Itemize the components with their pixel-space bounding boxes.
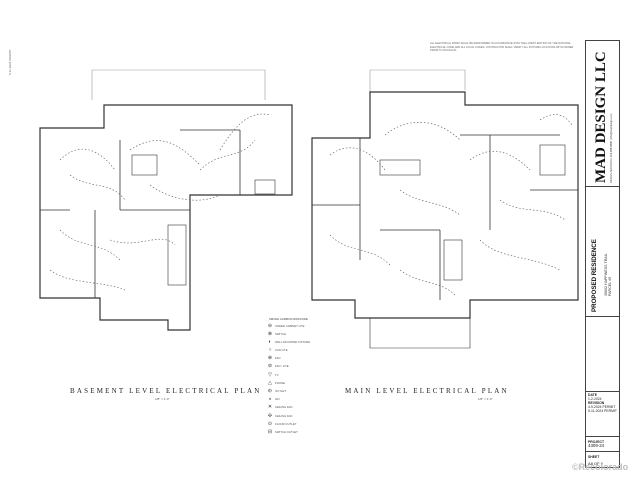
electrical-legend: SMOKE CARBON MONOXIDE ⊖UNDER CABINET LIT…: [265, 317, 345, 436]
legend-symbol-icon: ▽: [268, 371, 272, 378]
main-porch-outline: [369, 318, 471, 349]
legend-label: FAN / LITE: [275, 364, 289, 369]
legend-row: ⊕FAN: [265, 354, 345, 362]
date-label: DATE: [588, 393, 597, 397]
legend-symbol-icon: ✣: [267, 412, 273, 419]
title-block-blank-panel: [586, 316, 619, 392]
legend-label: FAN: [275, 356, 281, 361]
legend-symbol-icon: △: [268, 379, 272, 386]
legend-label: SWITCH: [275, 331, 287, 336]
legend-row: ◒GFI: [265, 395, 345, 403]
recolorado-watermark: ©Recolorado: [572, 462, 629, 472]
basement-plan: [39, 69, 293, 331]
basement-tub: [254, 179, 276, 195]
legend-header: SMOKE CARBON MONOXIDE: [269, 317, 308, 321]
project-address: 35602 HAPPINESS TRAIL PARCEL 49: [604, 253, 612, 296]
legend-symbol-icon: ⊘: [267, 363, 273, 370]
title-block: MAD DESIGN LLC DESIGN SERVICES | 303-888…: [585, 40, 620, 468]
legend-label: FLOOR OUTLET: [275, 421, 297, 426]
legend-label: SWITCH OUTLET: [275, 429, 298, 434]
basement-plan-title: BASEMENT LEVEL ELECTRICAL PLAN: [70, 387, 262, 395]
legend-row: ⊘FAN / LITE: [265, 362, 345, 370]
legend-symbol-icon: ⊙: [267, 420, 273, 427]
main-scale-note: 1/8" = 1'-0": [478, 397, 493, 401]
revision-label: REVISION: [588, 401, 605, 405]
main-stair: [443, 239, 463, 281]
legend-label: GFI: [275, 397, 280, 402]
sheet-label: SHEET: [588, 455, 600, 459]
company-logo-panel: MAD DESIGN LLC DESIGN SERVICES | 303-888…: [586, 41, 619, 187]
revision-line: 5-11-2024 PERMIT: [588, 409, 617, 413]
legend-symbol-icon: ⊟: [267, 428, 273, 435]
project-number: 4309-24: [588, 443, 605, 448]
legend-label: WALL MOUNTED FIXTURE: [275, 339, 311, 344]
legend-row: ⊗SWITCH: [265, 330, 345, 338]
main-exterior-wall: [311, 91, 579, 319]
legend-label: CEILING FAN: [275, 413, 293, 418]
legend-label: TV: [275, 372, 279, 377]
date-stamp: 5-11-2024 PERMIT: [8, 49, 12, 75]
legend-symbol-icon: ⦶: [268, 388, 272, 394]
legend-row: ✕CEILING FAN: [265, 403, 345, 411]
date-revision-panel: DATE 1-2-2024 REVISION 4-9-2024 PERMIT 5…: [588, 393, 617, 413]
basement-roof-outline: [91, 69, 266, 100]
sheet-number: A8 OF 9: [588, 461, 603, 466]
main-bath-fixture: [539, 144, 566, 176]
project-name-panel: PROPOSED RESIDENCE 35602 HAPPINESS TRAIL…: [586, 186, 619, 317]
company-logo: MAD DESIGN LLC: [593, 51, 609, 183]
main-kitchen-island: [379, 159, 421, 176]
legend-label: OUTLET: [275, 389, 287, 393]
legend-symbol-icon: ⊖: [267, 322, 273, 329]
title-block-divider: [586, 436, 619, 437]
sheet-panel: SHEET A8 OF 9: [588, 455, 603, 466]
basement-wiring: [49, 113, 271, 291]
main-wiring: [329, 114, 573, 296]
legend-row: ▽TV: [265, 371, 345, 379]
legend-row: ◐WALL MOUNTED FIXTURE: [265, 338, 345, 346]
project-title: PROPOSED RESIDENCE: [591, 239, 598, 312]
date-value: 1-2-2024: [588, 397, 602, 401]
project-label: PROJECT: [588, 440, 605, 444]
legend-row: ✣CEILING FAN: [265, 411, 345, 419]
legend-row: ⊖UNDER CABINET LITE: [265, 321, 345, 329]
parcel-line: PARCEL 49: [608, 277, 612, 296]
general-notes: ALL ELECTRICAL WORK SHALL BE PERFORMED I…: [430, 42, 574, 53]
main-roof-outline: [369, 69, 466, 105]
basement-exterior-wall: [39, 104, 293, 331]
legend-symbol-icon: ⊗: [267, 330, 273, 337]
legend-row: △PHONE: [265, 379, 345, 387]
basement-stair: [167, 224, 187, 286]
legend-label: UNDER CABINET LITE: [275, 323, 305, 328]
legend-label: CAN LITE: [275, 348, 288, 353]
legend-symbol-icon: ⊕: [267, 355, 273, 362]
legend-row: ⊙FLOOR OUTLET: [265, 420, 345, 428]
title-block-divider: [586, 451, 619, 452]
legend-row: ○CAN LITE: [265, 346, 345, 354]
legend-symbol-icon: ◐: [268, 338, 272, 345]
basement-scale-note: 1/8" = 1'-0": [155, 397, 170, 401]
legend-symbol-icon: ✕: [267, 404, 273, 411]
basement-wetbar: [131, 154, 158, 176]
main-plan: [311, 69, 579, 349]
legend-row: ⦶OUTLET: [265, 387, 345, 395]
legend-symbol-icon: ◒: [268, 396, 272, 403]
company-contact: DESIGN SERVICES | 303-888-8888 | info@ma…: [610, 113, 613, 183]
legend-label: CEILING FAN: [275, 405, 293, 410]
revision-line: 4-9-2024 PERMIT: [588, 405, 616, 409]
project-number-panel: PROJECT 4309-24: [588, 440, 604, 448]
legend-label: PHONE: [275, 380, 285, 385]
legend-row: ⊟SWITCH OUTLET: [265, 428, 345, 436]
main-plan-title: MAIN LEVEL ELECTRICAL PLAN: [345, 387, 509, 395]
legend-symbol-icon: ○: [268, 347, 272, 354]
